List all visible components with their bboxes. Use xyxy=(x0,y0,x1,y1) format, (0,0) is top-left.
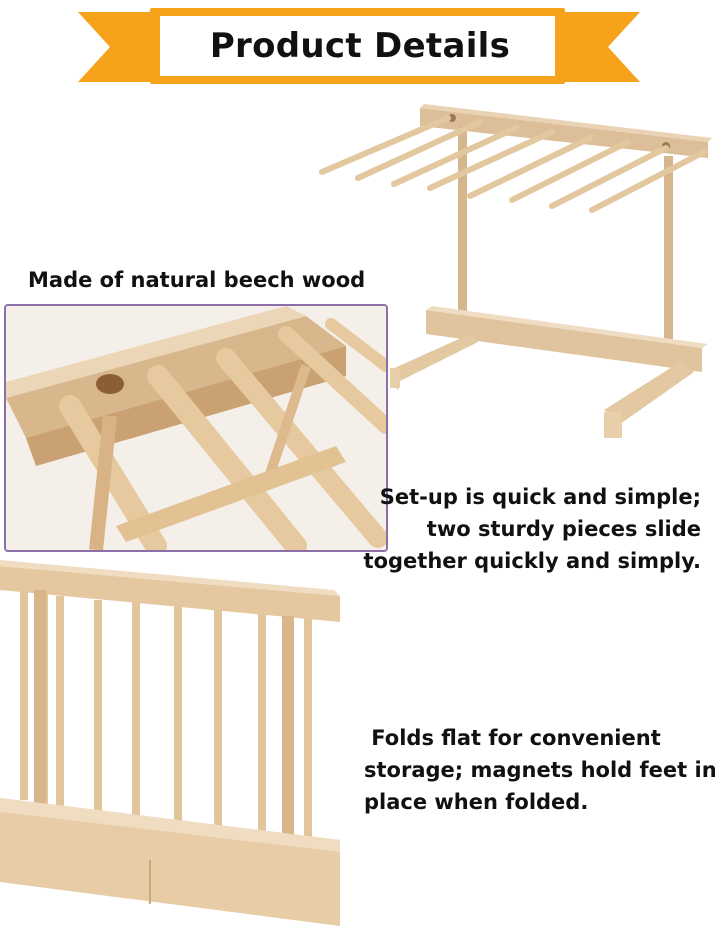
caption-setup: Set-up is quick and simple; two sturdy p… xyxy=(364,481,701,577)
folded-rack-photo xyxy=(0,560,340,926)
closeup-photo-frame xyxy=(4,304,388,552)
caption-setup-line-3: together quickly and simply. xyxy=(363,549,701,573)
assembled-rack-photo xyxy=(319,104,712,438)
banner-title: Product Details xyxy=(209,26,511,66)
caption-setup-line-1: Set-up is quick and simple; xyxy=(379,485,701,509)
caption-folds-line-1: Folds flat for convenient xyxy=(364,726,661,750)
caption-folds-line-2: storage; magnets hold feet in xyxy=(364,758,715,782)
banner-ribbon xyxy=(78,8,640,84)
beech-closeup-photo xyxy=(6,306,386,550)
product-details-banner: Product Details xyxy=(0,0,715,100)
caption-folds-flat: Folds flat for convenient storage; magne… xyxy=(364,722,715,818)
caption-setup-line-2: two sturdy pieces slide xyxy=(426,517,701,541)
caption-natural-wood: Made of natural beech wood xyxy=(28,268,366,292)
caption-folds-line-3: place when folded. xyxy=(364,790,589,814)
